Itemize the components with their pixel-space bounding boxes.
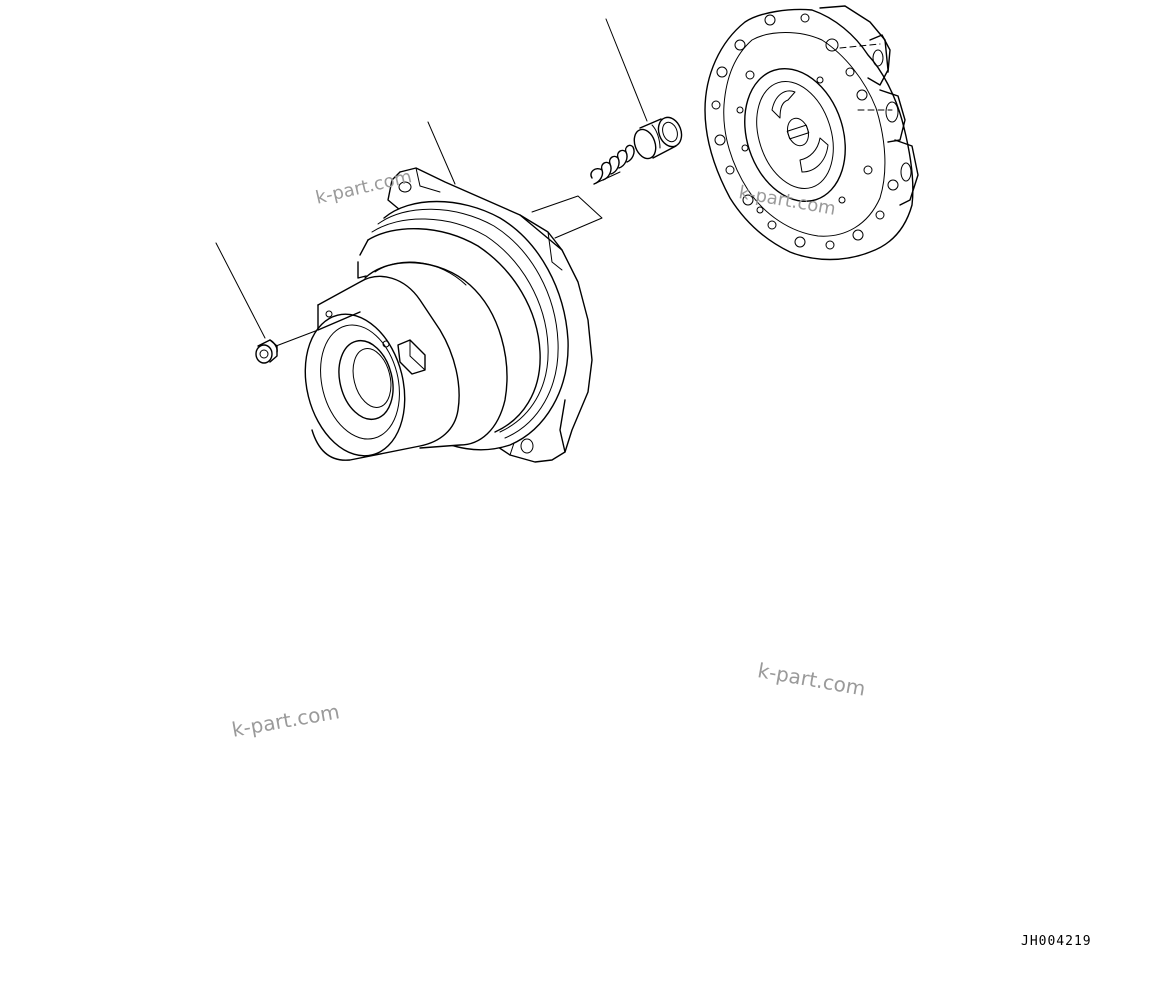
plug: [255, 339, 278, 364]
motor-valve-plate: [704, 5, 919, 261]
sleeve: [633, 116, 683, 160]
leader-line-housing: [427, 121, 456, 185]
leader-line-sleeve: [605, 18, 648, 122]
drive-housing: [304, 167, 593, 463]
alignment-lines: [275, 195, 603, 347]
drawing-id-label: JH004219: [1021, 934, 1092, 949]
leader-line-plug: [215, 242, 266, 339]
leader-lines: [215, 18, 648, 339]
spring: [590, 144, 635, 185]
